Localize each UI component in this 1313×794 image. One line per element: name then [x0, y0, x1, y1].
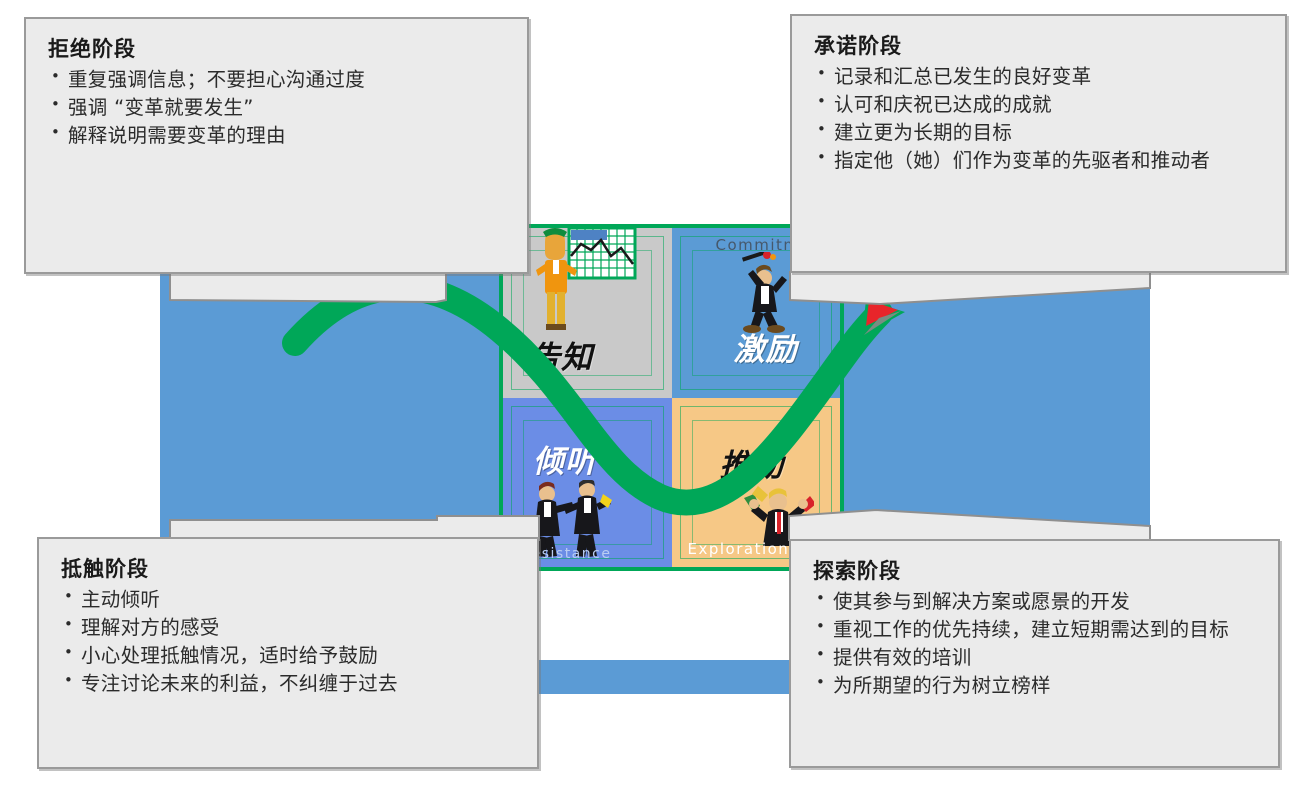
list-item: 为所期望的行为树立榜样	[813, 672, 1262, 700]
quadrant-label-tell: 告知	[529, 340, 593, 376]
quadrant-label-listen: 倾听	[533, 443, 597, 480]
list-item: 记录和汇总已发生的良好变革	[814, 63, 1269, 91]
list-item: 建立更为长期的目标	[814, 119, 1269, 147]
callout-list: 重复强调信息；不要担心沟通过度 强调 “变革就要发生” 解释说明需要变革的理由	[48, 66, 511, 150]
list-item: 重复强调信息；不要担心沟通过度	[48, 66, 511, 94]
callout-list: 使其参与到解决方案或愿景的开发 重视工作的优先持续，建立短期需达到的目标 提供有…	[813, 588, 1262, 700]
presenter-with-chart-clipart	[536, 228, 637, 330]
list-item: 专注讨论未来的利益，不纠缠于过去	[61, 670, 521, 698]
callout-list: 记录和汇总已发生的良好变革 认可和庆祝已达成的成就 建立更为长期的目标 指定他（…	[814, 63, 1269, 175]
list-item: 强调 “变革就要发生”	[48, 94, 511, 122]
list-item: 理解对方的感受	[61, 614, 521, 642]
label-resistance: Resistance	[521, 546, 612, 562]
backdrop-panel-bottom	[505, 660, 838, 694]
list-item: 提供有效的培训	[813, 644, 1262, 672]
list-item: 指定他（她）们作为变革的先驱者和推动者	[814, 147, 1269, 175]
list-item: 解释说明需要变革的理由	[48, 122, 511, 150]
callout-resistance-stage: 抵触阶段 主动倾听 理解对方的感受 小心处理抵触情况，适时给予鼓励 专注讨论未来…	[37, 537, 539, 769]
quadrant-label-involve: 推动	[719, 447, 784, 484]
list-item: 小心处理抵触情况，适时给予鼓励	[61, 642, 521, 670]
callout-title: 承诺阶段	[814, 34, 902, 58]
label-exploration: Exploration	[687, 540, 790, 558]
callout-commitment-stage: 承诺阶段 记录和汇总已发生的良好变革 认可和庆祝已达成的成就 建立更为长期的目标…	[790, 14, 1287, 273]
callout-title: 抵触阶段	[61, 557, 149, 581]
callout-title: 拒绝阶段	[48, 37, 136, 61]
list-item: 认可和庆祝已达成的成就	[814, 91, 1269, 119]
callout-rejection-stage: 拒绝阶段 重复强调信息；不要担心沟通过度 强调 “变革就要发生” 解释说明需要变…	[24, 17, 529, 274]
callout-exploration-stage: 探索阶段 使其参与到解决方案或愿景的开发 重视工作的优先持续，建立短期需达到的目…	[789, 539, 1280, 768]
quadrant-label-inspire: 激励	[733, 332, 798, 368]
callout-title: 探索阶段	[813, 559, 901, 583]
list-item: 重视工作的优先持续，建立短期需达到的目标	[813, 616, 1262, 644]
quadrant-matrix: 告知 Commitment 激励	[499, 224, 844, 571]
list-item: 使其参与到解决方案或愿景的开发	[813, 588, 1262, 616]
callout-list: 主动倾听 理解对方的感受 小心处理抵触情况，适时给予鼓励 专注讨论未来的利益，不…	[61, 586, 521, 698]
list-item: 主动倾听	[61, 586, 521, 614]
